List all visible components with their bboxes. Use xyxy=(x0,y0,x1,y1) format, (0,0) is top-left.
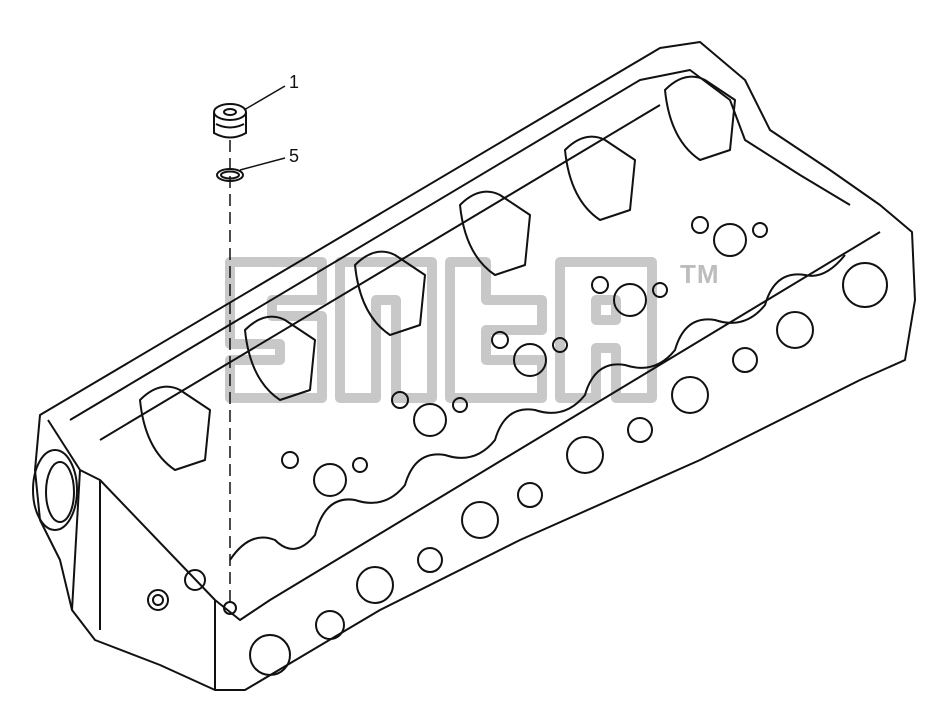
callout-plug: 1 xyxy=(289,72,300,92)
plug xyxy=(213,103,247,139)
leader-5 xyxy=(239,157,286,171)
side-ports xyxy=(249,262,888,676)
cam-saddles xyxy=(139,75,736,471)
watermark-logo xyxy=(225,257,657,403)
deck-edge xyxy=(47,231,881,621)
cylinder-head xyxy=(32,41,916,691)
leader-1 xyxy=(243,85,286,111)
leader-lines xyxy=(239,85,286,171)
callout-seal-ring: 5 xyxy=(289,146,300,166)
bolt-holes xyxy=(281,216,768,497)
gasket-line xyxy=(229,254,846,561)
trademark-mark: TM xyxy=(680,259,720,289)
head-outline xyxy=(34,41,916,691)
